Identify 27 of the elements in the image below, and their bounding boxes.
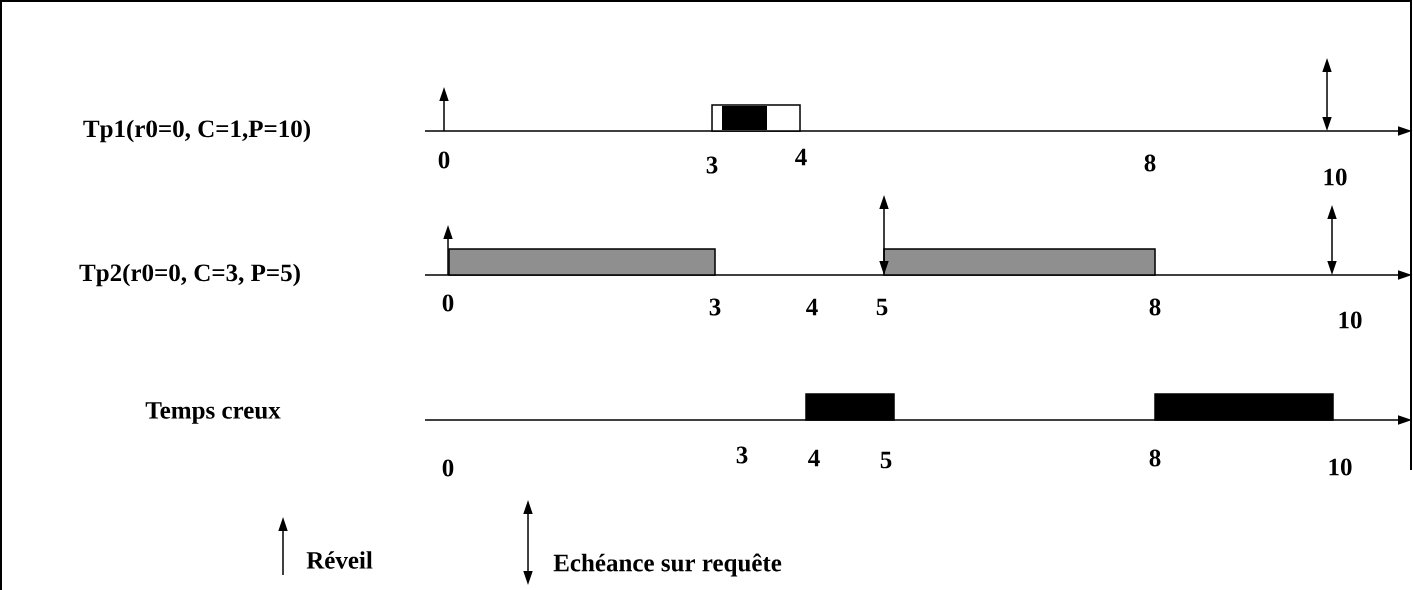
task-label: Tp1(r0=0, C=1,P=10) [83,119,310,143]
execution-block [711,104,801,132]
tick-label: 4 [806,298,818,316]
tick-label: 8 [1149,449,1161,467]
tick-label: 5 [880,451,892,469]
idle-bar [1154,393,1334,421]
legend-label: Réveil [306,551,373,569]
tick-label: 0 [438,151,450,169]
idle-bar [805,393,895,421]
tick-label: 3 [736,446,748,464]
tick-label: 10 [1339,311,1362,329]
execution-bar [883,248,1156,276]
task-label: Temps creux [145,402,281,424]
tick-label: 0 [442,294,454,312]
tick-label: 3 [709,298,721,316]
tick-label: 8 [1149,298,1161,316]
tick-label: 0 [442,459,454,477]
task-label: Tp2(r0=0, C=3, P=5) [79,263,300,287]
tick-label: 5 [876,298,888,316]
legend-label: Echéance sur requête [553,553,782,577]
tick-label: 8 [1144,154,1156,172]
tick-label: 4 [808,449,820,467]
tick-label: 10 [1324,168,1347,186]
tick-label: 10 [1329,458,1352,476]
execution-bar [448,248,716,276]
tick-label: 3 [706,156,718,174]
tick-label: 4 [795,148,807,166]
